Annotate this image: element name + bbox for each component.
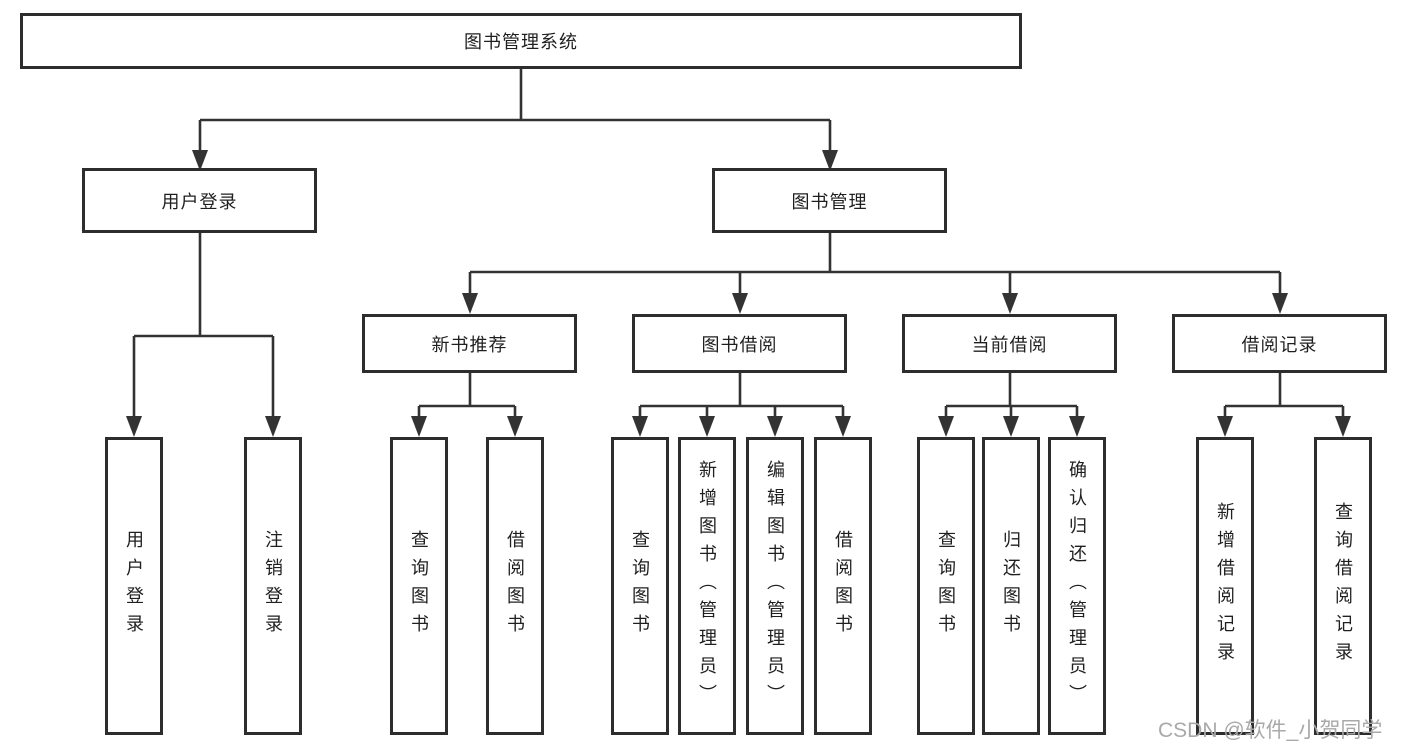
node-label: 图书借阅 [701, 334, 778, 355]
node-label: 图书管理系统 [464, 32, 578, 52]
node-label: 图书管理 [791, 191, 868, 212]
node-label: 借阅图书 [505, 530, 525, 642]
node-label: 编辑图书（管理员） [765, 460, 785, 712]
node-book-management: 图书管理 [712, 168, 947, 233]
node-user-login: 用户登录 [82, 168, 317, 233]
node-user-login-leaf: 用户登录 [105, 437, 163, 735]
node-edit-books-admin: 编辑图书（管理员） [746, 437, 804, 735]
node-logout: 注销登录 [244, 437, 302, 735]
node-label: 确认归还（管理员） [1067, 460, 1087, 712]
node-label: 新增图书（管理员） [697, 460, 717, 712]
node-label: 查询图书 [409, 530, 429, 642]
node-label: 用户登录 [124, 530, 144, 642]
node-label: 用户登录 [161, 191, 238, 212]
node-label: 新增借阅记录 [1215, 502, 1235, 670]
node-book-borrowing: 图书借阅 [632, 314, 847, 373]
node-label: 归还图书 [1001, 530, 1021, 642]
node-add-books-admin: 新增图书（管理员） [678, 437, 736, 735]
node-label: 查询借阅记录 [1333, 502, 1353, 670]
node-query-books-borrowing: 查询图书 [611, 437, 669, 735]
arrowhead-icons [126, 150, 1351, 437]
node-new-book-recommendation: 新书推荐 [362, 314, 577, 373]
node-query-borrow-record: 查询借阅记录 [1314, 437, 1372, 735]
node-borrowing-records: 借阅记录 [1172, 314, 1387, 373]
node-label: 借阅记录 [1241, 334, 1318, 355]
node-confirm-return-admin: 确认归还（管理员） [1048, 437, 1106, 735]
node-add-borrow-record: 新增借阅记录 [1196, 437, 1254, 735]
node-label: 当前借阅 [971, 334, 1048, 355]
node-label: 查询图书 [630, 530, 650, 642]
node-borrow-books-leaf: 借阅图书 [814, 437, 872, 735]
node-return-books: 归还图书 [982, 437, 1040, 735]
node-label: 注销登录 [263, 530, 283, 642]
node-query-books-current: 查询图书 [917, 437, 975, 735]
node-current-borrowing: 当前借阅 [902, 314, 1117, 373]
csdn-watermark: CSDN @软件_小贺同学 [1158, 719, 1383, 742]
node-borrow-books-recommend: 借阅图书 [486, 437, 544, 735]
node-library-management-system: 图书管理系统 [20, 13, 1022, 69]
node-query-books-recommend: 查询图书 [390, 437, 448, 735]
node-label: 新书推荐 [431, 334, 508, 355]
node-label: 查询图书 [936, 530, 956, 642]
node-label: 借阅图书 [833, 530, 853, 642]
